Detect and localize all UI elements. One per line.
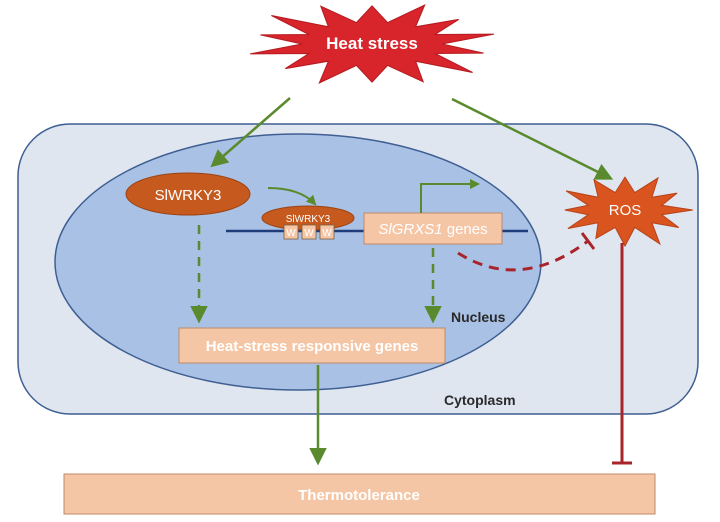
ros-label: ROS [609,202,642,219]
heat-stress-label: Heat stress [326,34,418,53]
slgrxs1-genes-suffix: genes [443,221,488,238]
responsive-genes-box: Heat-stress responsive genes [178,327,446,364]
slgrxs1-inhibits-ros-bar [580,232,596,250]
w-box-3: W [319,224,335,240]
w-box-2: W [301,224,317,240]
slwrky3-label: SlWRKY3 [155,187,222,204]
bound-slwrky3-label: SlWRKY3 [286,214,331,225]
binding-arrow [267,187,317,206]
nucleus-label: Nucleus [451,309,506,325]
cytoplasm-label: Cytoplasm [444,392,516,408]
w-box-1: W [283,224,299,240]
heat-to-ros-arrow [451,97,614,180]
svg-text:SlGRXS1 genes: SlGRXS1 genes [378,221,487,238]
w-box-1-label: W [286,228,296,239]
ros-burst: ROS [564,176,693,248]
heat-stress-burst: Heat stress [250,3,494,85]
w-box-2-label: W [304,228,314,239]
slwrky3-protein: SlWRKY3 [125,172,251,216]
slgrxs1-gene-name: SlGRXS1 [378,221,442,238]
heat-to-slwrky3-arrow [210,97,291,168]
slgrxs1-genes-box: SlGRXS1 genes [363,212,503,245]
thermotolerance-label: Thermotolerance [298,487,420,504]
responsive-genes-label: Heat-stress responsive genes [206,338,419,355]
w-box-3-label: W [322,228,332,239]
transcription-start-arrow [420,179,480,213]
slgrxs1-inhibits-ros [457,239,589,272]
thermotolerance-box: Thermotolerance [63,473,656,515]
